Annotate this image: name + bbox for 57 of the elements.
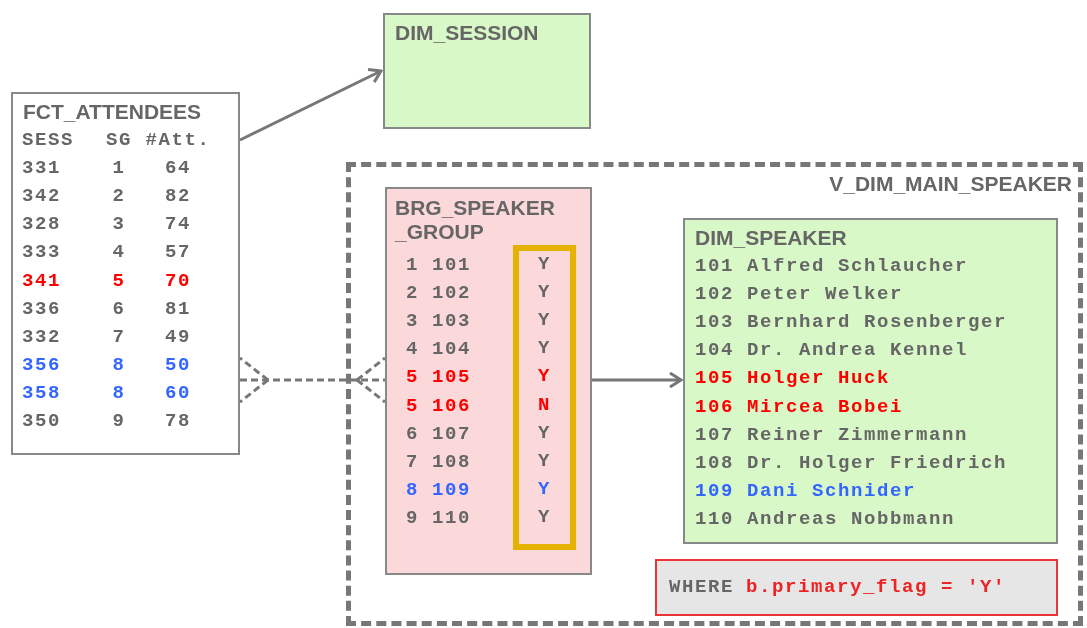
table-title: FCT_ATTENDEES [23, 100, 202, 124]
flag-value: Y [537, 504, 552, 529]
table-row: 105 Holger Huck [695, 366, 891, 391]
table-row: 9 110 [406, 505, 471, 530]
table-row: 8 109 [406, 477, 471, 502]
table-row: 108 Dr. Holger Friedrich [695, 450, 1008, 475]
table-row: 104 Dr. Andrea Kennel [695, 338, 969, 363]
table-row: 106 Mircea Bobei [695, 394, 904, 419]
table-row: 5 105 [406, 365, 471, 390]
table-row: 3 103 [406, 309, 471, 334]
arrow [592, 371, 683, 389]
sql-keyword: WHERE [669, 576, 734, 598]
table-row-text: 356 8 50 [22, 352, 192, 377]
arrow [239, 68, 383, 142]
table-row: 102 Peter Welker [695, 282, 904, 307]
highlight-frame [513, 245, 576, 550]
table-row: 1 101 [406, 253, 471, 277]
table-row-text: 331 1 64 [22, 156, 192, 181]
column-header-row-text: SESS SG #Att. [22, 128, 212, 152]
view-container [346, 162, 1083, 626]
filter-box [655, 559, 1058, 616]
table-row-text: 358 8 60 [22, 380, 192, 405]
table-box [11, 92, 240, 455]
table-row: 5 106 [406, 393, 471, 418]
flag-value: Y [537, 448, 552, 473]
table-title: DIM_SESSION [395, 21, 539, 45]
table-row-text: 336 6 81 [22, 296, 192, 321]
table-row-text: 333 4 57 [22, 240, 192, 265]
table-row-text: 332 7 49 [22, 324, 192, 349]
table-row: 2 102 [406, 281, 471, 306]
table-box [683, 218, 1058, 544]
flag-value: Y [537, 336, 552, 361]
table-row: 4 104 [406, 337, 471, 362]
table-row-text: 350 9 78 [22, 409, 192, 433]
sql-condition: b.primary_flag = 'Y' [746, 576, 1007, 598]
table-row: 7 108 [406, 449, 471, 474]
flag-value: Y [537, 476, 552, 501]
table-row-text: 328 3 74 [22, 212, 192, 237]
table-title: DIM_SPEAKER [695, 226, 847, 250]
flag-value: N [537, 392, 552, 417]
table-row-text: 342 2 82 [22, 184, 192, 209]
table-box [385, 187, 592, 575]
flag-value: Y [537, 280, 552, 305]
flag-value: Y [537, 364, 552, 389]
table-row: 103 Bernhard Rosenberger [695, 310, 1008, 335]
table-row: 110 Andreas Nobbmann [695, 506, 956, 531]
view-title: V_DIM_MAIN_SPEAKER [829, 172, 1072, 196]
table-row: 101 Alfred Schlaucher [695, 254, 969, 278]
table-box [383, 13, 591, 129]
flag-value: Y [537, 252, 552, 276]
table-row: 6 107 [406, 421, 471, 446]
table-row: 107 Reiner Zimmermann [695, 422, 969, 447]
flag-value: Y [537, 420, 552, 445]
table-title: BRG_SPEAKER_GROUP [395, 196, 555, 244]
flag-value: Y [537, 308, 552, 333]
table-row-text: 341 5 70 [22, 268, 192, 293]
table-row: 109 Dani Schnider [695, 478, 917, 503]
